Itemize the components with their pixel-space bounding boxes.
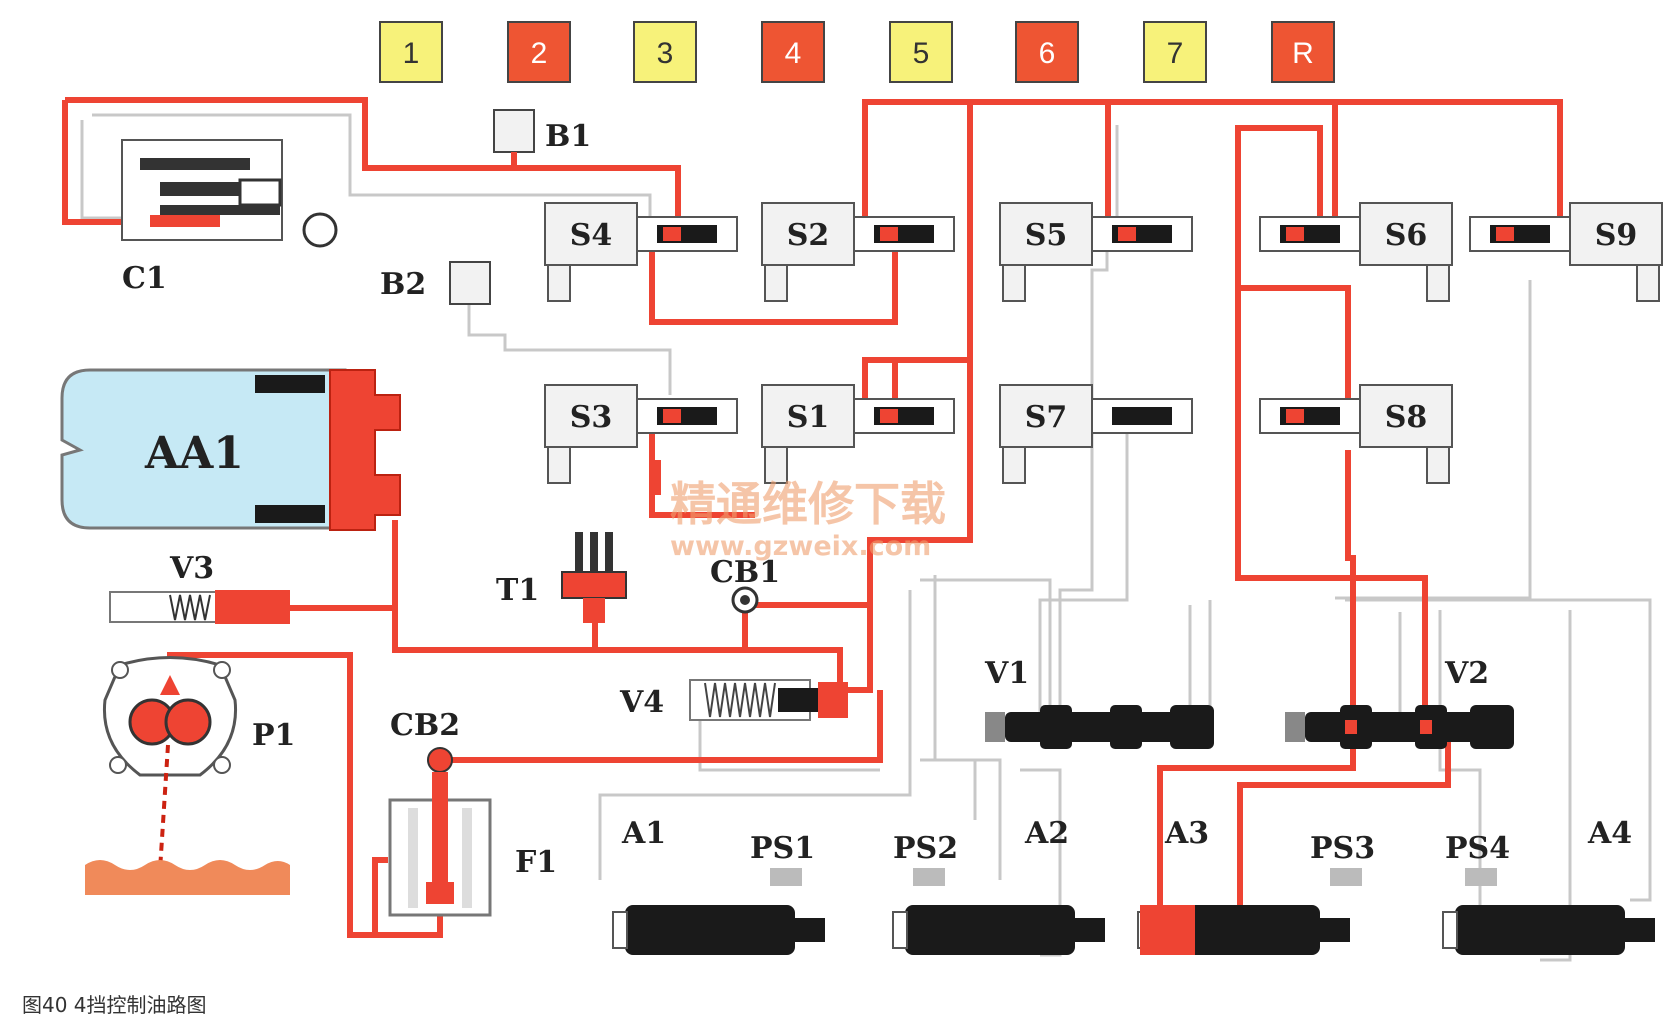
figure-caption: 图40 4挡控制油路图	[22, 993, 207, 1017]
label-a3: A3	[1164, 816, 1209, 851]
actuator-a2: A2 PS2	[892, 816, 1105, 955]
label-s9: S9	[1595, 218, 1638, 253]
sensor-t1: T1	[496, 532, 627, 623]
label-s6: S6	[1385, 218, 1428, 253]
label-v3: V3	[169, 551, 214, 586]
solenoid-s9: S9	[1469, 202, 1663, 302]
label-f1: F1	[515, 845, 557, 880]
gear-box-1: 1	[379, 21, 443, 83]
watermark-url: www.gzweix.com	[670, 531, 931, 562]
clutch-c1: C1	[121, 139, 338, 296]
gear-box-6: 6	[1015, 21, 1079, 83]
spool-valve-v1: V1	[984, 656, 1214, 749]
solenoid-s6: S6	[1259, 202, 1453, 302]
label-aa1: AA1	[144, 428, 244, 479]
label-s4: S4	[570, 218, 613, 253]
valve-v4: V4	[619, 679, 848, 721]
label-v4: V4	[619, 685, 664, 720]
pressure-switch-ps3	[1330, 868, 1362, 886]
gear-box-label: 6	[1039, 37, 1056, 70]
label-s2: S2	[787, 218, 830, 253]
pressure-switch-ps1	[770, 868, 802, 886]
gear-box-label: R	[1292, 37, 1314, 70]
label-t1: T1	[496, 573, 539, 608]
gear-box-4: 4	[761, 21, 825, 83]
pressure-switch-ps4	[1465, 868, 1497, 886]
gear-box-label: 3	[657, 37, 674, 70]
label-cb2: CB2	[390, 708, 460, 743]
brake-b2: B2	[380, 261, 491, 305]
label-b2: B2	[380, 267, 426, 302]
label-ps3: PS3	[1310, 831, 1375, 866]
gear-selector-row: 1 2 3 4 5 6 7 R	[379, 21, 1335, 83]
gear-box-R: R	[1271, 21, 1335, 83]
gear-box-label: 5	[913, 37, 930, 70]
actuator-a3: A3 PS3	[1137, 816, 1375, 955]
gear-box-3: 3	[633, 21, 697, 83]
label-s8: S8	[1385, 400, 1428, 435]
actuator-group: A1 PS1 A2 PS2 A3 PS3 A4 PS4	[612, 816, 1655, 955]
gear-box-7: 7	[1143, 21, 1207, 83]
oil-sump	[85, 860, 290, 895]
gear-box-2: 2	[507, 21, 571, 83]
gear-box-label: 4	[785, 37, 802, 70]
solenoid-s4: S4	[544, 202, 738, 302]
label-a4: A4	[1587, 816, 1632, 851]
solenoid-s2: S2	[761, 202, 955, 302]
solenoid-s5: S5	[999, 202, 1193, 302]
label-cb1: CB1	[710, 555, 780, 590]
label-ps1: PS1	[750, 831, 815, 866]
label-b1: B1	[545, 119, 591, 154]
accumulator-aa1: AA1	[60, 368, 401, 531]
pressure-lines	[62, 97, 1563, 938]
label-p1: P1	[252, 718, 295, 753]
brake-b1: B1	[493, 109, 591, 168]
label-ps4: PS4	[1445, 831, 1510, 866]
gear-box-label: 7	[1167, 37, 1184, 70]
label-v1: V1	[984, 656, 1029, 691]
label-s3: S3	[570, 400, 613, 435]
gear-box-label: 2	[531, 37, 548, 70]
label-v2: V2	[1444, 656, 1489, 691]
solenoid-s3: S3	[544, 384, 738, 484]
check-ball-cb1: CB1	[710, 555, 780, 614]
return-lines	[80, 113, 1652, 962]
label-s1: S1	[787, 400, 830, 435]
solenoid-s7: S7	[999, 384, 1193, 484]
watermark-cn: 精通维修下载	[670, 477, 946, 531]
label-c1: C1	[122, 261, 167, 296]
actuator-a4: A4 PS4	[1442, 816, 1655, 955]
filter-f1: F1	[388, 772, 557, 917]
actuator-a1: A1 PS1	[612, 816, 825, 955]
solenoid-s1: S1	[761, 384, 955, 484]
check-ball-cb2: CB2	[390, 708, 460, 773]
label-a1: A1	[621, 816, 666, 851]
pump-p1: P1	[102, 656, 295, 871]
label-a2: A2	[1024, 816, 1069, 851]
gear-box-5: 5	[889, 21, 953, 83]
label-s7: S7	[1025, 400, 1068, 435]
gear-box-label: 1	[403, 37, 420, 70]
valve-v3: V3	[109, 551, 290, 624]
spool-valve-v2: V2	[1285, 656, 1514, 749]
solenoid-s8: S8	[1259, 384, 1453, 484]
label-ps2: PS2	[893, 831, 958, 866]
label-s5: S5	[1025, 218, 1068, 253]
pressure-switch-ps2	[913, 868, 945, 886]
